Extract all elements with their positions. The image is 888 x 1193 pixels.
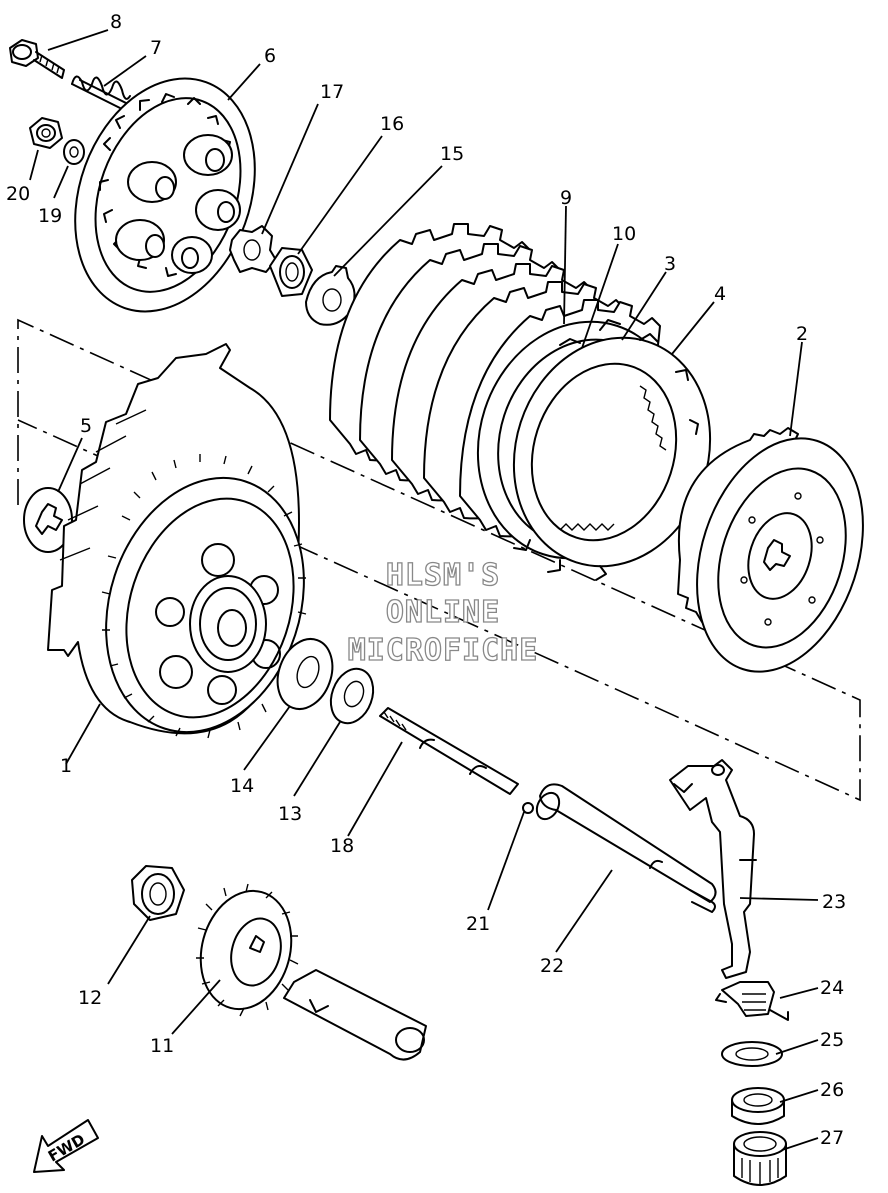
- callout-5: 5: [80, 415, 92, 437]
- pressure-plate-bosses: [115, 134, 241, 274]
- callout-16: 16: [380, 113, 404, 135]
- callout-26: 26: [820, 1079, 844, 1101]
- part-27-bearing: [733, 1131, 787, 1186]
- leader-lines: [29, 29, 819, 1151]
- callout-27: 27: [820, 1127, 844, 1149]
- callout-3: 3: [664, 253, 676, 275]
- part-16-nut: [269, 247, 313, 297]
- clutch-plate-stack: [329, 223, 712, 581]
- callout-25: 25: [820, 1029, 844, 1051]
- part-14-washer: [276, 638, 334, 710]
- part-20-nut: [29, 117, 63, 149]
- part-17-lock-washer: [229, 225, 277, 273]
- part-8-bolt: [9, 39, 65, 79]
- callout-9: 9: [560, 187, 572, 209]
- fwd-direction-arrow: FWD: [33, 1119, 99, 1173]
- watermark-line-1: HLSM'S: [386, 558, 500, 593]
- callout-6: 6: [264, 45, 276, 67]
- callout-11: 11: [150, 1035, 174, 1057]
- watermark-line-3: MICROFICHE: [348, 633, 539, 668]
- part-1-clutch-housing: [47, 343, 307, 739]
- watermark-line-2: ONLINE: [386, 595, 500, 630]
- callout-19: 19: [38, 205, 62, 227]
- part-18-push-rod: [379, 707, 519, 795]
- part-21-ball: [522, 802, 534, 814]
- callout-23: 23: [822, 891, 846, 913]
- callout-24: 24: [820, 977, 844, 999]
- callout-15: 15: [440, 143, 464, 165]
- part-11-primary-drive-gear: [196, 883, 299, 1017]
- callout-14: 14: [230, 775, 254, 797]
- part-12-nut: [131, 865, 185, 921]
- callout-22: 22: [540, 955, 564, 977]
- callout-labels: 1 2 3 4 5 6 7 8 9 10 11 12 13 14 15 16 1…: [6, 11, 846, 1149]
- part-24-spring: [715, 981, 789, 1021]
- part-7-spring: [71, 75, 133, 111]
- part-25-oil-seal: [721, 1041, 783, 1067]
- part-5-thrust-plate: [23, 487, 73, 553]
- callout-1: 1: [60, 755, 72, 777]
- callout-2: 2: [796, 323, 808, 345]
- part-2-clutch-boss: [677, 427, 864, 673]
- callout-20: 20: [6, 183, 30, 205]
- callout-17: 17: [320, 81, 344, 103]
- callout-13: 13: [278, 803, 302, 825]
- assembly-outline-dash: [17, 318, 861, 802]
- part-6-pressure-plate: [74, 77, 256, 313]
- callout-12: 12: [78, 987, 102, 1009]
- part-13-washer: [329, 667, 375, 725]
- callout-10: 10: [612, 223, 636, 245]
- part-22-push-lever-shaft: [535, 783, 717, 913]
- callout-7: 7: [150, 37, 162, 59]
- callout-4: 4: [714, 283, 726, 305]
- callout-8: 8: [110, 11, 122, 33]
- callout-21: 21: [466, 913, 490, 935]
- callout-18: 18: [330, 835, 354, 857]
- part-26-washer: [731, 1087, 785, 1125]
- part-23-push-lever: [669, 759, 757, 979]
- watermark: HLSM'S ONLINE MICROFICHE: [347, 557, 539, 668]
- dowel-pin: [283, 969, 427, 1061]
- part-19-washer: [63, 139, 85, 165]
